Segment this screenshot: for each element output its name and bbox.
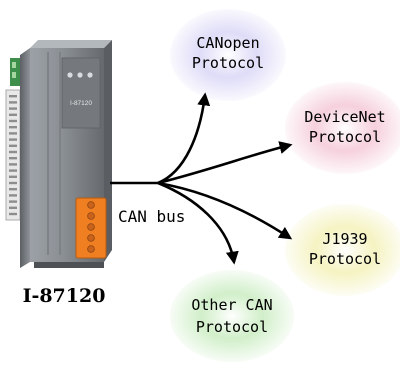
model-label: I-87120 (23, 285, 106, 307)
protocol-suffix: Protocol (196, 318, 268, 336)
connector-pin (9, 194, 17, 197)
protocol-name: J1939 (322, 230, 367, 248)
connector-pin (9, 188, 17, 191)
can-bus-lines (110, 92, 293, 265)
protocol-suffix: Protocol (192, 54, 264, 72)
protocol-j1939: J1939 Protocol (309, 230, 381, 268)
status-led (87, 72, 93, 78)
protocol-other-can: Other CAN Protocol (191, 296, 272, 336)
connector-pin (9, 144, 17, 147)
connector-pin (9, 119, 17, 123)
arrow-to-devicenet (157, 141, 293, 185)
terminal-screw (87, 223, 95, 231)
terminal-screw (87, 212, 95, 220)
connector-pin (9, 206, 17, 209)
connector-pin (9, 126, 17, 129)
devicenet-bubble (285, 82, 400, 174)
status-led (67, 72, 73, 78)
i87120-module-image: I-87120 (5, 40, 112, 268)
protocol-name: DeviceNet (304, 108, 385, 126)
panel-model-text: I-87120 (70, 100, 92, 107)
other-can-bubble (170, 270, 294, 362)
connector-pin (9, 200, 17, 203)
connector-pin (9, 107, 17, 110)
canopen-bubble (170, 9, 286, 101)
connector-pin (9, 181, 17, 185)
connector-pin (9, 169, 17, 172)
protocol-suffix: Protocol (309, 128, 381, 146)
can-bus-label: CAN bus (118, 207, 185, 226)
protocol-name: Other CAN (191, 296, 272, 314)
arrow-to-canopen (157, 92, 211, 185)
connector-pin (9, 157, 17, 160)
connector-pin (9, 132, 17, 135)
protocol-canopen: CANopen Protocol (192, 34, 264, 72)
arrow-to-other-can (157, 181, 239, 265)
connector-pin (9, 150, 17, 154)
terminal-screw (87, 245, 95, 253)
connector-pin (9, 101, 17, 104)
status-led (77, 72, 83, 78)
arrow-to-j1939 (157, 181, 293, 240)
protocol-name: CANopen (196, 34, 259, 52)
connector-pin (9, 138, 17, 141)
protocol-devicenet: DeviceNet Protocol (304, 108, 385, 146)
j1939-bubble (285, 204, 400, 296)
terminal-screw (87, 201, 95, 209)
connector-pin (9, 175, 17, 178)
connector-pin (9, 163, 17, 166)
protocol-suffix: Protocol (309, 250, 381, 268)
connector-pin (9, 212, 17, 216)
connector-pin (9, 113, 17, 116)
terminal-screw (87, 234, 95, 242)
connector-pin (9, 95, 17, 98)
